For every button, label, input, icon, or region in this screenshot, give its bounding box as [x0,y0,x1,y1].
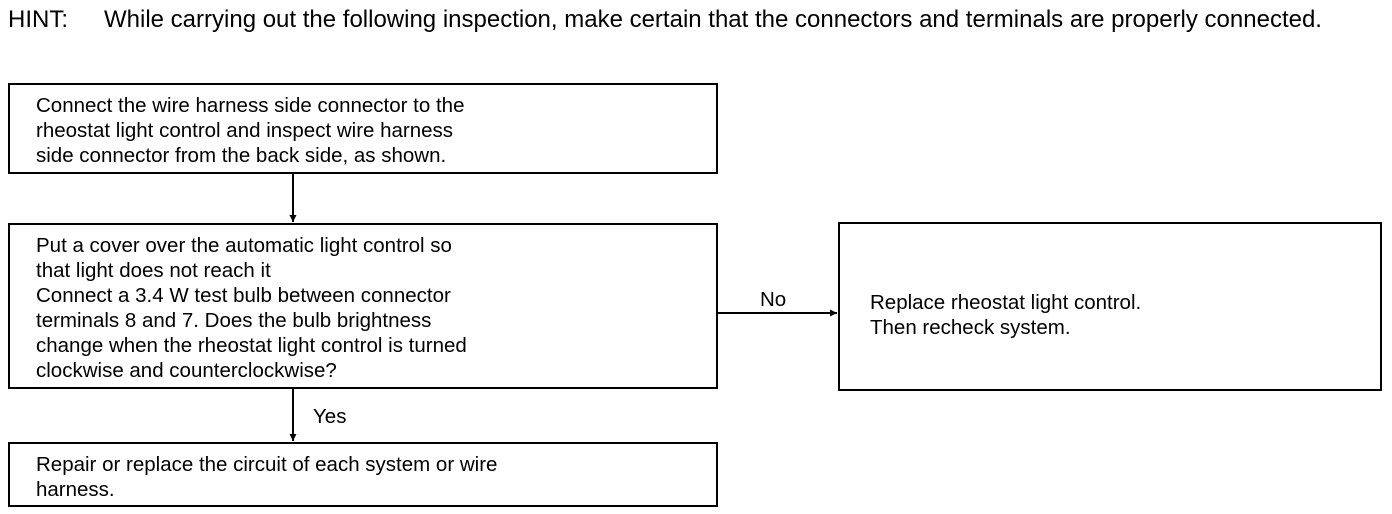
step-connect-line: Connect the wire harness side connector … [36,94,465,117]
step-repair-box: Repair or replace the circuit of each sy… [8,442,718,507]
no-branch-label: No [760,288,787,311]
step-replace-line: Then recheck system. [870,316,1071,339]
step-test-line: that light does not reach it [36,259,271,282]
yes-branch-label: Yes [313,405,347,428]
step-connect-line: rheostat light control and inspect wire … [36,119,454,142]
step-connect-box: Connect the wire harness side connector … [8,83,718,174]
step-test-line: terminals 8 and 7. Does the bulb brightn… [36,309,432,332]
step-test-line: Put a cover over the automatic light con… [36,234,452,257]
hint-text: While carrying out the following inspect… [104,6,1322,33]
step-test-box: Put a cover over the automatic light con… [8,223,718,389]
step-test-line: change when the rheostat light control i… [36,334,467,357]
step-connect-line: side connector from the back side, as sh… [36,144,447,167]
step-test-line: clockwise and counterclockwise? [36,359,337,382]
step-replace-line: Replace rheostat light control. [870,291,1142,314]
step-test-line: Connect a 3.4 W test bulb between connec… [36,284,451,307]
step-repair-line: harness. [36,478,115,501]
step-repair-line: Repair or replace the circuit of each sy… [36,453,498,476]
step-replace-box: Replace rheostat light control. Then rec… [838,222,1382,391]
hint-label: HINT: [8,6,68,33]
